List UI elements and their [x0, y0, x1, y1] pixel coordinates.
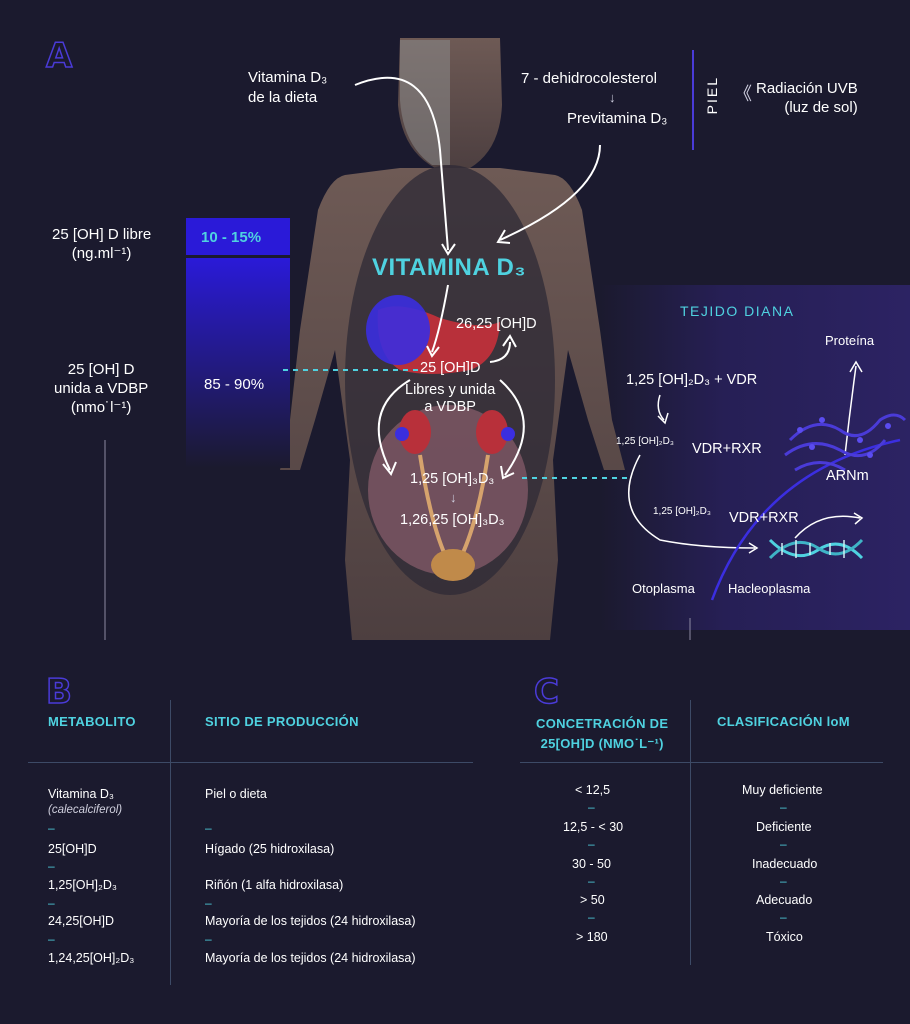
b-separator: – [205, 821, 212, 835]
b-header-site: SITIO DE PRODUCCIÓN [205, 714, 359, 729]
bladder [431, 549, 475, 581]
c-horizontal-divider [520, 762, 883, 763]
complex1-small-label: 1,25 [OH]₂D₃ [616, 436, 674, 447]
bound-value: 85 - 90% [204, 376, 265, 393]
nucleoplasm-label: Hacleoplasma [728, 581, 811, 596]
c-vertical-divider [690, 700, 691, 965]
b-row-4-metabolite: 1,24,25[OH]₂D₃ [48, 951, 135, 965]
b-row-0-note: (calecalciferol) [48, 804, 123, 816]
skull [400, 40, 450, 165]
ureter-right [460, 454, 490, 556]
precursor-arrow: ↓ [609, 90, 616, 105]
b-horizontal-divider [28, 762, 473, 763]
c-separator: – [588, 874, 595, 888]
b-row-2-site: Riñón (1 alfa hidroxilasa) [205, 878, 344, 892]
c-row-0-class: Muy deficiente [742, 783, 823, 797]
c-row-4-class: Tóxico [766, 930, 803, 944]
c-separator: – [780, 800, 787, 814]
c-separator: – [780, 874, 787, 888]
precursor-label: 7 - dehidrocolesterol [521, 70, 657, 87]
liver-main-label: 25 [OH]D [420, 360, 481, 376]
complex1-label: VDR+RXR [692, 441, 762, 457]
c-row-0-range: < 12,5 [575, 783, 611, 797]
c-header-classification: CLASIFICACIÓN loM [717, 714, 850, 729]
b-separator: – [48, 932, 55, 946]
target-title: TEJIDO DIANA [680, 303, 795, 319]
dna-icon [768, 538, 864, 560]
ribosomes [797, 417, 891, 458]
skin-label: PIEL [704, 76, 720, 115]
c-row-1-range: 12,5 - < 30 [563, 820, 624, 834]
bound-bar [186, 258, 290, 468]
protein-label: Proteína [825, 333, 875, 348]
uvb-label: Radiación UVB (luz de sol) [756, 80, 858, 116]
ureter-left [418, 454, 447, 556]
b-row-4-site: Mayoría de los tejidos (24 hidroxilasa) [205, 951, 416, 965]
kidney-left [399, 410, 431, 454]
dietary-label: Vitamina D₃ de la dieta [248, 69, 328, 106]
section-c-letter: C [533, 671, 559, 713]
kidney-left-gland [395, 427, 409, 441]
complex2-label: VDR+RXR [729, 510, 799, 526]
kidney-arrow: ↓ [450, 490, 457, 505]
kidney-output-label: 1,26,25 [OH]₃D₃ [400, 512, 505, 528]
flow-arrows [354, 76, 601, 480]
free-value: 10 - 15% [201, 229, 262, 246]
complex2-small-label: 1,25 [OH]₂D₃ [653, 506, 711, 517]
c-row-4-range: > 180 [576, 930, 608, 944]
transport-label: Libres y unida a VDBP [405, 382, 496, 415]
section-b-letter: B [45, 671, 72, 713]
c-separator: – [588, 837, 595, 851]
section-arrows [104, 440, 691, 640]
kidney-right-gland [501, 427, 515, 441]
c-separator: – [588, 800, 595, 814]
c-row-3-range: > 50 [580, 893, 605, 907]
b-separator: – [205, 932, 212, 946]
b-vertical-divider [170, 700, 171, 985]
reticulum [784, 413, 907, 472]
b-row-0-metabolite: Vitamina D₃ [48, 787, 114, 801]
nuclear-membrane [710, 438, 901, 601]
tissue-arrows [628, 360, 864, 554]
c-separator: – [780, 910, 787, 924]
liver-output-label: 26,25 [OH]D [456, 316, 537, 332]
binding-label: 1,25 [OH]₂D₃ + VDR [626, 372, 758, 388]
b-row-3-site: Mayoría de los tejidos (24 hidroxilasa) [205, 914, 416, 928]
free-bar [186, 218, 290, 255]
mrna-label: ARNm [826, 468, 869, 484]
b-row-0-site: Piel o dieta [205, 787, 267, 801]
liver-highlight [366, 295, 430, 365]
b-separator: – [48, 859, 55, 873]
previtamin-label: Previtamina D₃ [567, 110, 668, 127]
b-row-2-metabolite: 1,25[OH]₂D₃ [48, 878, 117, 892]
uvb-arrows-icon: 《 [734, 84, 752, 104]
kidney-right [476, 410, 508, 454]
free-label: 25 [OH] D libre (ng.ml⁻¹) [52, 226, 152, 262]
c-row-3-class: Adecuado [756, 893, 813, 907]
kidney-main-label: 1,25 [OH]₃D₃ [410, 471, 495, 487]
body-illustration [104, 38, 910, 640]
section-a-letter: A [45, 35, 73, 77]
b-row-3-metabolite: 24,25[OH]D [48, 914, 115, 928]
c-row-1-class: Deficiente [756, 820, 812, 834]
b-separator: – [205, 896, 212, 910]
c-header-concentration: CONCETRACIÓN DE 25[OH]D (NMO˙L⁻¹) [536, 716, 669, 751]
target-panel [600, 285, 910, 630]
b-separator: – [48, 896, 55, 910]
vitamin-d3-title: VITAMINA D₃ [372, 254, 526, 281]
c-separator: – [588, 910, 595, 924]
c-separator: – [780, 837, 787, 851]
b-row-1-metabolite: 25[OH]D [48, 842, 97, 856]
cytoplasm-label: Otoplasma [632, 581, 695, 596]
b-separator: – [48, 821, 55, 835]
c-row-2-class: Inadecuado [752, 857, 818, 871]
b-row-1-site: Hígado (25 hidroxilasa) [205, 842, 335, 856]
bound-label: 25 [OH] D unida a VDBP (nmo˙l⁻¹) [54, 361, 149, 416]
c-row-2-range: 30 - 50 [572, 857, 611, 871]
b-header-metabolite: METABOLITO [48, 714, 136, 729]
